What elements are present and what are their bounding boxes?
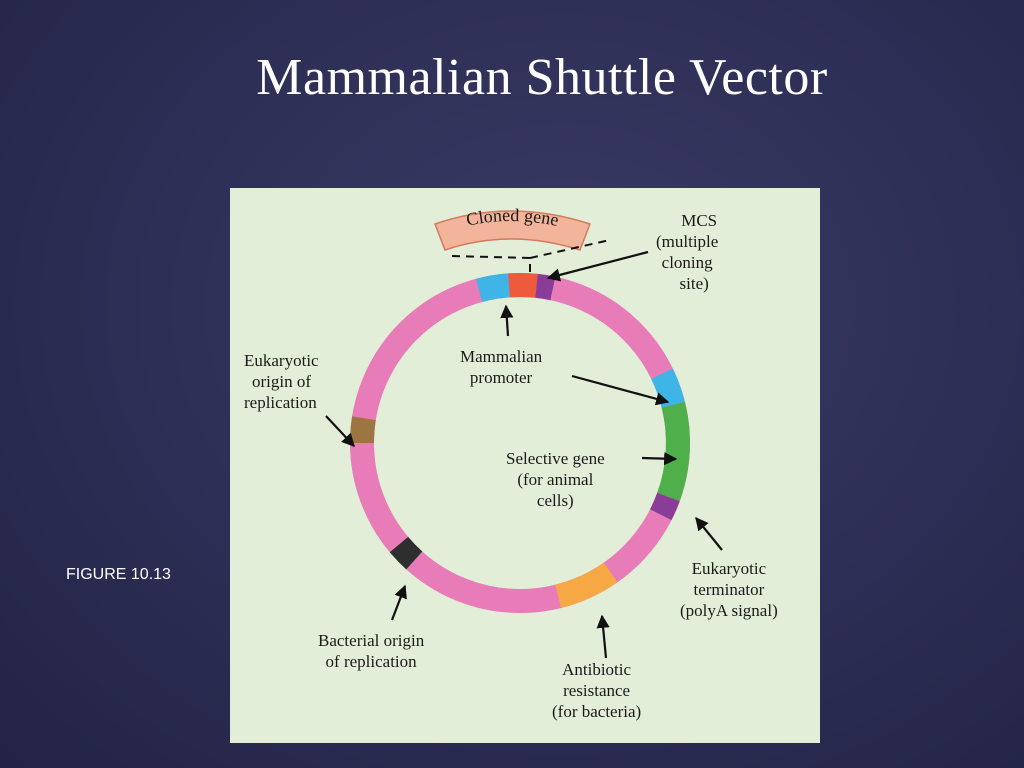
segment-promoter-right [651,368,685,408]
label-bacterial-origin: Bacterial origin of replication [318,631,425,671]
figure-label: FIGURE 10.13 [66,566,171,583]
arrow-antibiotic [596,614,610,659]
segment-antibiotic-resistance [555,562,618,608]
segment-eukaryotic-origin [350,416,376,444]
label-eukaryotic-terminator: Eukaryotic terminator (polyA signal) [680,559,778,620]
label-antibiotic-resistance: Antibiotic resistance (for bacteria) [552,660,642,721]
segment-selective-gene [657,401,690,502]
segment-terminator [650,492,680,521]
arrow-eukaryotic-origin [325,415,355,447]
segment-mammalian-promoter [476,273,511,303]
arrow-bacterial-origin [390,584,407,621]
cloned-gene-connector [451,239,611,274]
plasmid-svg: Cloned gene [325,205,723,659]
segment-mcs-edge [535,273,556,301]
arrow-promoter-top [500,304,514,337]
arrow-terminator [695,516,723,551]
label-arrows [325,250,723,659]
label-selective-gene: Selective gene (for animal cells) [506,449,605,510]
arrow-selective-gene [641,452,678,466]
plasmid-ring [350,273,690,613]
segment-bacterial-origin [389,536,423,570]
cloned-gene-band [434,210,591,251]
label-mammalian-promoter: Mammalian promoter [460,347,543,387]
slide-title: Mammalian Shuttle Vector [256,49,828,106]
label-mcs: MCS (multiple cloning site) [656,211,719,293]
arrow-promoter-right [571,374,670,406]
arrow-mcs [546,250,649,282]
plasmid-diagram: Cloned gene MCS (multiple cloning site) … [230,188,820,743]
label-eukaryotic-origin: Eukaryotic origin of replication [244,351,319,412]
segment-mcs [508,273,538,298]
